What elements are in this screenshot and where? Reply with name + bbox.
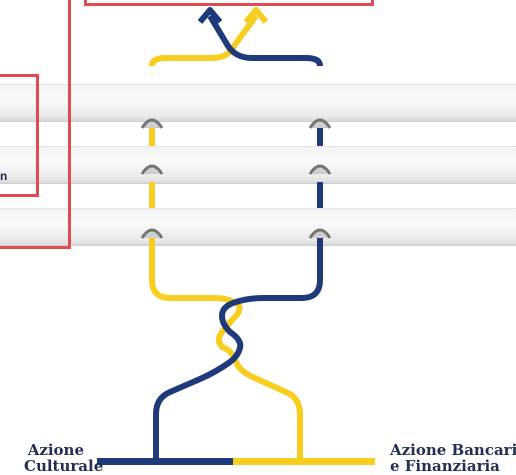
label-right-line-1: Azione Bancaria — [390, 441, 516, 459]
highlight-frame-left-inner — [0, 74, 39, 197]
yellow-strand — [149, 14, 303, 458]
layer-band-1 — [0, 84, 516, 122]
connector-arch-icon — [308, 164, 332, 175]
arrow-up-icon — [197, 7, 223, 24]
highlight-frame-top — [84, 0, 374, 6]
highlight-frame-left-outer — [0, 0, 71, 249]
base-bar-yellow — [233, 458, 375, 465]
layer-band-2 — [0, 146, 516, 184]
layer-band-3 — [0, 208, 516, 246]
connector-arch-icon — [140, 164, 164, 175]
label-left-line-1: Azione — [27, 441, 84, 459]
navy-strand — [153, 14, 323, 458]
base-bar-navy — [97, 458, 233, 465]
truncated-text: ni — [0, 169, 8, 183]
connector-arches — [140, 118, 332, 239]
connector-arch-icon — [308, 228, 332, 239]
label-left-line-2: Culturale — [24, 457, 104, 475]
label-right-line-2: e Finanziaria — [390, 457, 500, 475]
label-azione-bancaria: Azione Bancaria e Finanziaria — [390, 442, 516, 474]
connector-arch-icon — [140, 118, 164, 129]
label-azione-culturale: Azione Culturale — [24, 441, 104, 475]
connector-arch-icon — [140, 228, 164, 239]
connector-arch-icon — [308, 118, 332, 129]
arrow-up-icon — [243, 7, 269, 24]
